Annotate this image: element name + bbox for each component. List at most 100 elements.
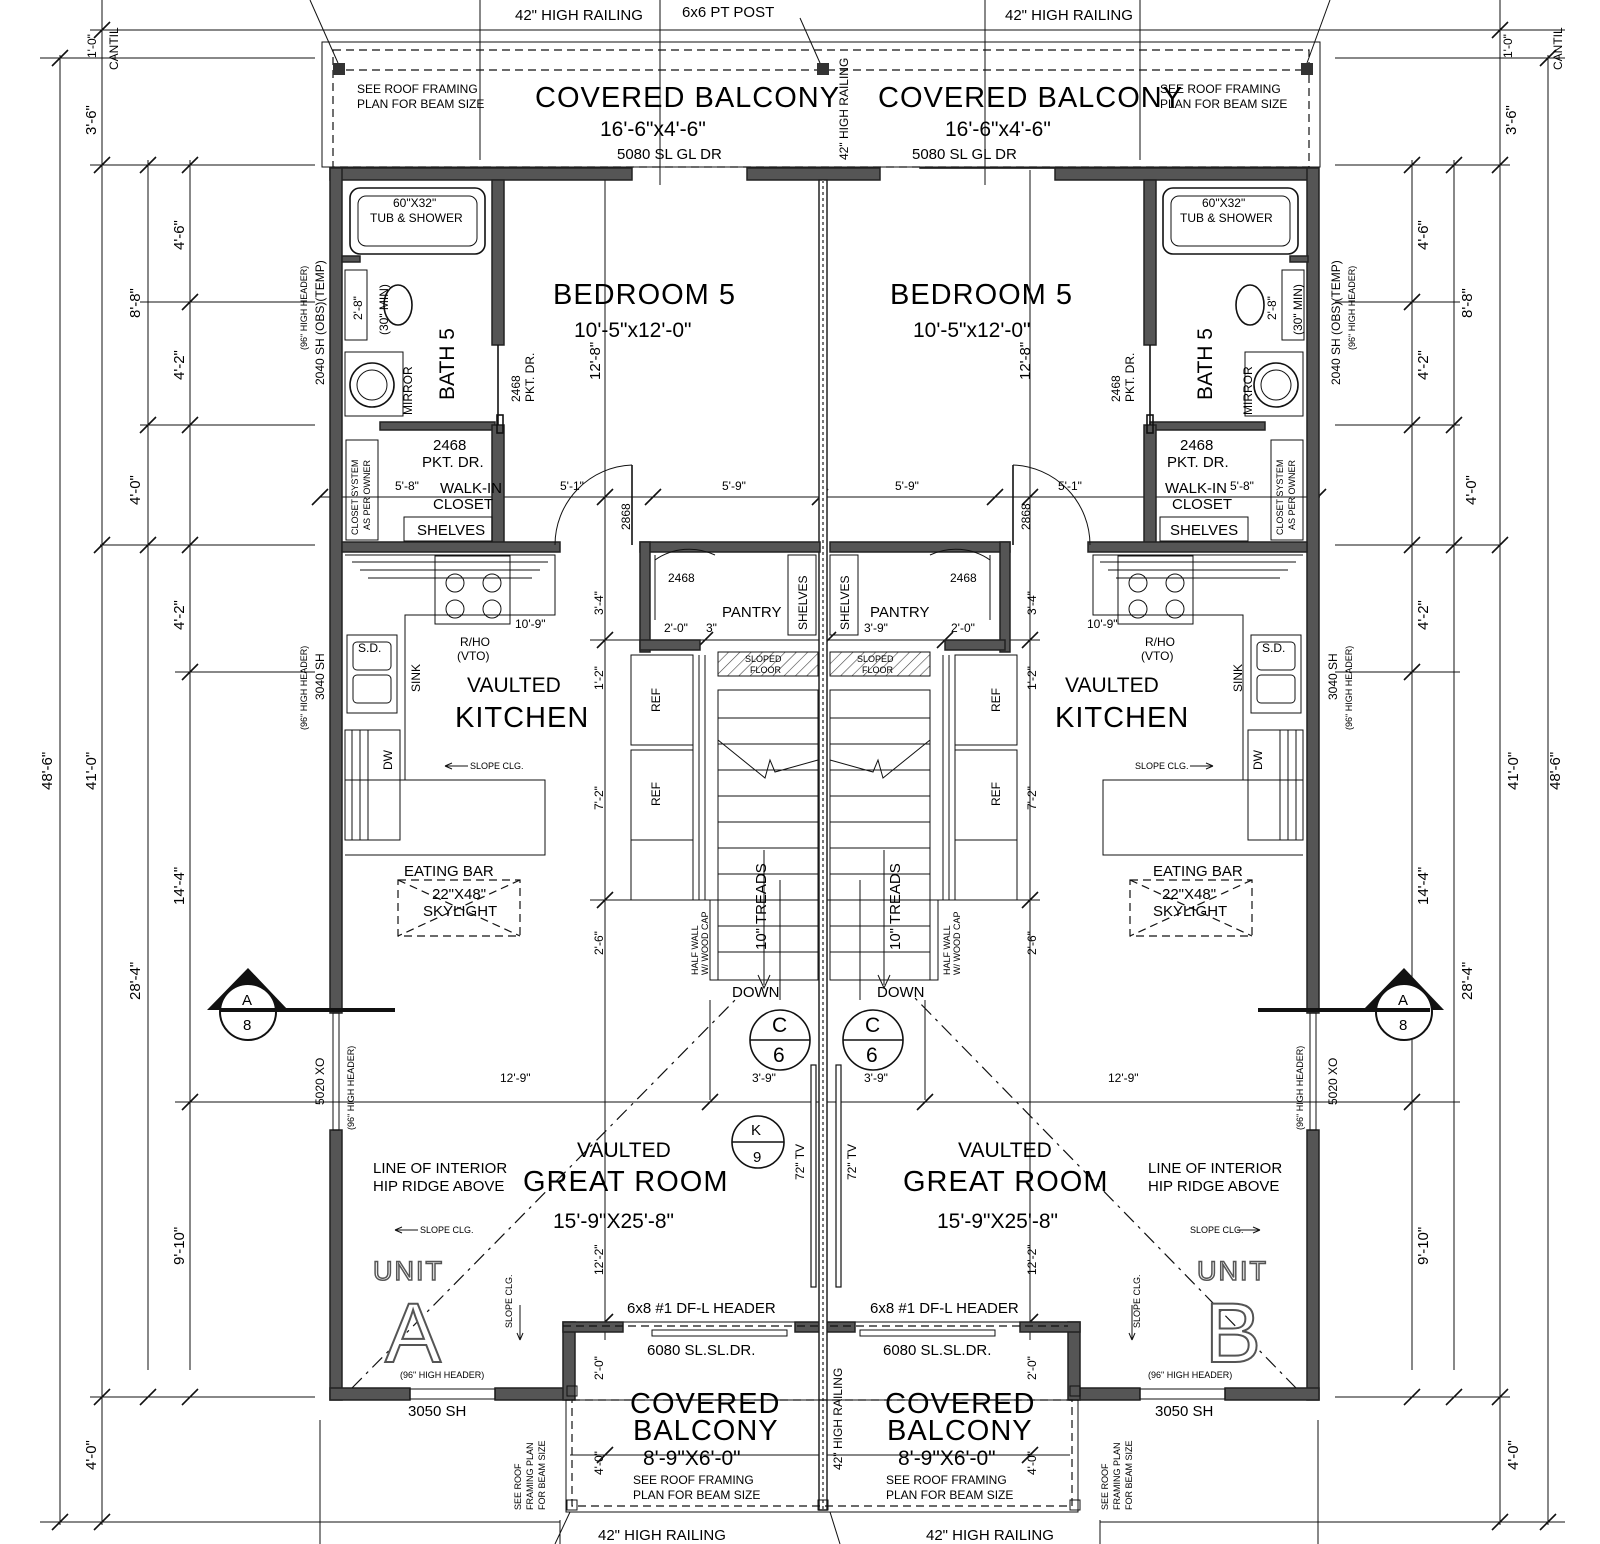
svg-text:3050 SH: 3050 SH (408, 1403, 466, 1420)
great-room-unit-b: VAULTED GREAT ROOM 15'-9"X25'-8" LINE OF… (830, 1064, 1282, 1420)
svg-text:SEE ROOF: SEE ROOF (513, 1463, 523, 1510)
kitchen-title: KITCHEN (1055, 702, 1189, 734)
kitchen-unit-a: R/HO (VTO) S.D. SINK DW VAULTED KITCHEN … (299, 554, 706, 937)
post-icon (1301, 63, 1313, 75)
railing-label: 42" HIGH RAILING (1005, 7, 1133, 24)
svg-text:8: 8 (243, 1017, 251, 1034)
svg-text:2868: 2868 (1019, 503, 1033, 530)
svg-text:FRAMING PLAN: FRAMING PLAN (1112, 1442, 1122, 1510)
svg-text:10" TREADS: 10" TREADS (887, 863, 904, 950)
svg-text:PKT. DR.: PKT. DR. (422, 454, 484, 471)
svg-text:10'-9": 10'-9" (515, 617, 546, 631)
svg-text:FOR BEAM SIZE: FOR BEAM SIZE (1124, 1440, 1134, 1510)
svg-text:SLOPE CLG.: SLOPE CLG. (1190, 1225, 1244, 1235)
closet-unit-a: 2468 PKT. DR. WALK-IN CLOSET 5'-8" SHELV… (345, 437, 502, 542)
svg-text:UNIT: UNIT (1197, 1256, 1268, 1286)
kitchen-unit-b: R/HO (VTO) S.D. SINK DW VAULTED KITCHEN … (942, 554, 1354, 937)
cooktop-icon (1117, 555, 1194, 625)
svg-text:4'-2": 4'-2" (1415, 350, 1432, 380)
section-marker-k: K 9 (731, 1115, 785, 1169)
svg-text:3'-6": 3'-6" (1503, 105, 1520, 135)
svg-text:1'-0": 1'-0" (1501, 34, 1515, 58)
svg-text:2'-6": 2'-6" (1025, 931, 1039, 955)
svg-text:WALK-IN: WALK-IN (440, 480, 502, 497)
svg-text:4'-2": 4'-2" (171, 600, 188, 630)
svg-text:4'-0": 4'-0" (1505, 1440, 1522, 1470)
svg-text:(VTO): (VTO) (1141, 649, 1173, 663)
svg-text:6080 SL.SL.DR.: 6080 SL.SL.DR. (883, 1342, 991, 1359)
post-icon (566, 1385, 578, 1397)
bath-title: BATH 5 (1194, 328, 1217, 400)
svg-text:SLOPE CLG.: SLOPE CLG. (420, 1225, 474, 1235)
sink-icon (349, 362, 395, 408)
svg-text:12'-8": 12'-8" (1017, 342, 1034, 380)
sink-icon (1253, 362, 1299, 408)
svg-text:SINK: SINK (409, 664, 423, 692)
svg-text:4'-0": 4'-0" (127, 475, 144, 505)
covered-balcony-title: COVERED BALCONY (535, 82, 840, 114)
svg-text:7'-2": 7'-2" (592, 786, 606, 810)
closet-unit-b: 2468 PKT. DR. WALK-IN CLOSET 5'-8" SHELV… (1159, 437, 1304, 542)
svg-text:SEE ROOF FRAMING: SEE ROOF FRAMING (357, 82, 478, 96)
svg-text:8: 8 (1399, 1017, 1407, 1034)
bathtub-icon (1162, 187, 1299, 255)
svg-text:PLAN FOR BEAM SIZE: PLAN FOR BEAM SIZE (633, 1488, 760, 1502)
railing-label: 42" HIGH RAILING (515, 7, 643, 24)
svg-text:A: A (385, 1286, 441, 1380)
svg-text:2'-0": 2'-0" (951, 621, 975, 635)
sink-icon (346, 634, 398, 714)
svg-text:MIRROR: MIRROR (401, 366, 415, 415)
svg-text:2040 SH (OBS)(TEMP): 2040 SH (OBS)(TEMP) (313, 260, 327, 385)
svg-text:CANTIL: CANTIL (1551, 27, 1565, 70)
bedroom-title: BEDROOM 5 (553, 279, 736, 311)
bath-unit-a: 60"X32" TUB & SHOWER 2'-8" (30" MIN) MIR… (299, 187, 486, 417)
sink-icon (1250, 634, 1302, 714)
svg-text:2468: 2468 (1109, 375, 1123, 402)
post-icon (333, 63, 345, 75)
svg-text:SLOPE CLG.: SLOPE CLG. (1135, 761, 1189, 771)
svg-text:3": 3" (706, 621, 717, 635)
svg-text:8'-8": 8'-8" (127, 288, 144, 318)
svg-text:PLAN FOR BEAM SIZE: PLAN FOR BEAM SIZE (1160, 97, 1287, 111)
svg-text:SLOPE CLG.: SLOPE CLG. (504, 1274, 514, 1328)
svg-text:DOWN: DOWN (732, 984, 780, 1001)
svg-text:SEE ROOF FRAMING: SEE ROOF FRAMING (886, 1473, 1007, 1487)
svg-text:(30" MIN): (30" MIN) (1291, 284, 1305, 335)
svg-text:R/HO: R/HO (1145, 635, 1175, 649)
svg-text:DW: DW (1251, 749, 1265, 770)
svg-text:3'-9": 3'-9" (752, 1071, 776, 1085)
post-icon (1069, 1385, 1081, 1397)
svg-text:AS PER OWNER: AS PER OWNER (1287, 459, 1297, 530)
svg-text:2468: 2468 (668, 571, 695, 585)
svg-text:42" HIGH RAILING: 42" HIGH RAILING (837, 58, 851, 160)
svg-text:SHELVES: SHELVES (1170, 522, 1238, 539)
svg-text:C: C (865, 1014, 880, 1037)
svg-text:6x8 #1 DF-L HEADER: 6x8 #1 DF-L HEADER (627, 1300, 776, 1317)
svg-text:41'-0": 41'-0" (1505, 752, 1522, 790)
svg-text:SLOPED: SLOPED (857, 654, 894, 664)
svg-text:FLOOR: FLOOR (862, 665, 894, 675)
svg-text:HIP RIDGE ABOVE: HIP RIDGE ABOVE (373, 1178, 504, 1195)
svg-text:42" HIGH RAILING: 42" HIGH RAILING (831, 1368, 845, 1470)
svg-text:(30" MIN): (30" MIN) (377, 284, 391, 335)
svg-text:CLOSET SYSTEM: CLOSET SYSTEM (1275, 460, 1285, 535)
svg-text:DW: DW (381, 749, 395, 770)
section-marker-a-right: A 8 (1258, 968, 1444, 1041)
svg-text:41'-0": 41'-0" (83, 752, 100, 790)
svg-text:UNIT: UNIT (373, 1256, 444, 1286)
svg-text:CANTIL: CANTIL (107, 27, 121, 70)
svg-text:HALF WALL: HALF WALL (690, 925, 700, 975)
post-icon (566, 1499, 578, 1511)
pantry-unit-a: 2468 PANTRY SHELVES SLOPED FLOOR (654, 548, 819, 677)
svg-text:SLOPE CLG.: SLOPE CLG. (470, 761, 524, 771)
top-balcony (309, 0, 1331, 168)
svg-text:COVERED: COVERED (630, 1388, 780, 1420)
svg-text:9: 9 (753, 1149, 761, 1166)
toilet-icon (1235, 284, 1265, 326)
svg-text:1'-0": 1'-0" (85, 34, 99, 58)
svg-text:A: A (242, 992, 252, 1009)
svg-text:DOWN: DOWN (877, 984, 925, 1001)
svg-text:72" TV: 72" TV (793, 1144, 807, 1180)
svg-text:SLOPED: SLOPED (745, 654, 782, 664)
